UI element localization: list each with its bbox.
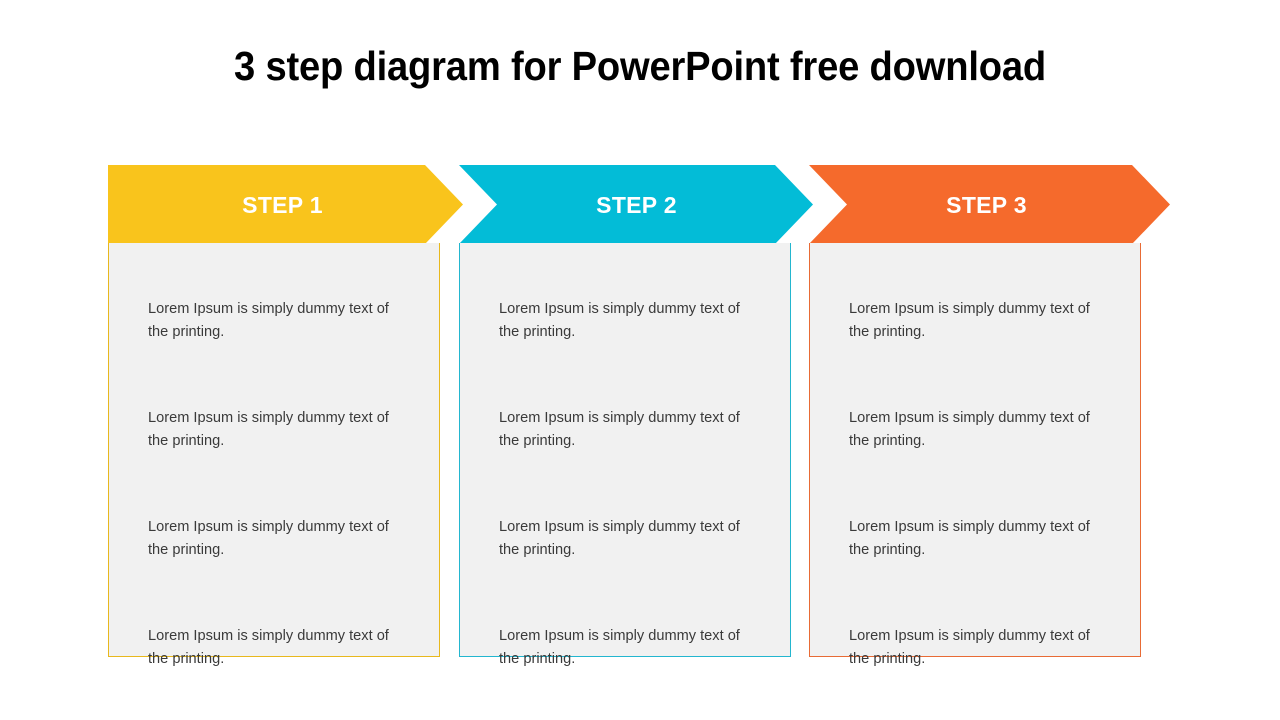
step-panel-2[interactable]: Lorem Ipsum is simply dummy text of the … bbox=[459, 243, 791, 667]
list-item: Lorem Ipsum is simply dummy text of the … bbox=[499, 410, 740, 449]
step-panel-3-body: Lorem Ipsum is simply dummy text of the … bbox=[849, 298, 1122, 671]
list-item: Lorem Ipsum is simply dummy text of the … bbox=[849, 410, 1090, 449]
list-item: Lorem Ipsum is simply dummy text of the … bbox=[849, 301, 1090, 340]
step-panel-1[interactable]: Lorem Ipsum is simply dummy text of the … bbox=[108, 243, 440, 667]
list-item: Lorem Ipsum is simply dummy text of the … bbox=[499, 628, 740, 667]
chevron-step-3[interactable] bbox=[809, 165, 1170, 244]
list-item: Lorem Ipsum is simply dummy text of the … bbox=[148, 519, 389, 558]
list-item: Lorem Ipsum is simply dummy text of the … bbox=[849, 628, 1090, 667]
list-item: Lorem Ipsum is simply dummy text of the … bbox=[148, 301, 389, 340]
list-item: Lorem Ipsum is simply dummy text of the … bbox=[849, 519, 1090, 558]
list-item: Lorem Ipsum is simply dummy text of the … bbox=[499, 301, 740, 340]
list-item: Lorem Ipsum is simply dummy text of the … bbox=[148, 628, 389, 667]
chevron-step-2[interactable] bbox=[459, 165, 813, 244]
step-panel-3[interactable]: Lorem Ipsum is simply dummy text of the … bbox=[809, 243, 1141, 667]
chevron-step-1[interactable] bbox=[108, 165, 463, 244]
page-title: 3 step diagram for PowerPoint free downl… bbox=[234, 43, 1046, 89]
list-item: Lorem Ipsum is simply dummy text of the … bbox=[148, 410, 389, 449]
step-panel-1-body: Lorem Ipsum is simply dummy text of the … bbox=[148, 298, 421, 671]
chevron-band-group bbox=[108, 165, 1170, 244]
step-panel-2-body: Lorem Ipsum is simply dummy text of the … bbox=[499, 298, 772, 671]
list-item: Lorem Ipsum is simply dummy text of the … bbox=[499, 519, 740, 558]
